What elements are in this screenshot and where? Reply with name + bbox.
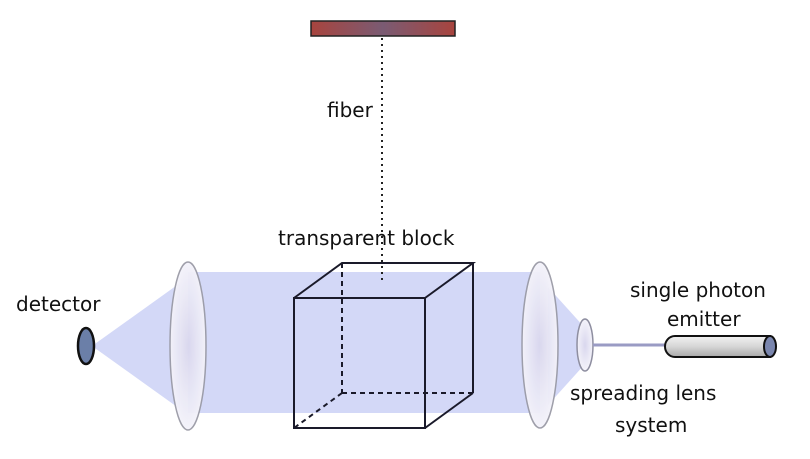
- emitter-cap: [763, 335, 777, 358]
- fiber-label: fiber: [327, 98, 374, 122]
- fiber-source-bar: [310, 20, 456, 37]
- transparent-block: [293, 262, 477, 429]
- detector-icon: [76, 326, 96, 366]
- emitter-label-line1: single photon: [630, 278, 766, 302]
- cube-top-face: [293, 262, 477, 299]
- block-label: transparent block: [278, 226, 455, 250]
- cube-hidden-edge: [293, 392, 343, 429]
- cube-front-face: [293, 297, 426, 429]
- light-beam: [188, 272, 540, 413]
- spreading-lens-label-line1: spreading lens: [570, 381, 716, 405]
- emitter-icon: [664, 335, 777, 358]
- collecting-lens: [169, 261, 207, 431]
- detector-label: detector: [16, 292, 101, 316]
- emitter-label-line2: emitter: [667, 307, 741, 331]
- focused-beam-cone: [92, 283, 180, 409]
- cube-right-bottom-edge: [424, 392, 474, 429]
- spreading-lens-label-line2: system: [615, 413, 687, 437]
- collimating-lens: [521, 261, 559, 429]
- spreading-lens: [576, 318, 594, 372]
